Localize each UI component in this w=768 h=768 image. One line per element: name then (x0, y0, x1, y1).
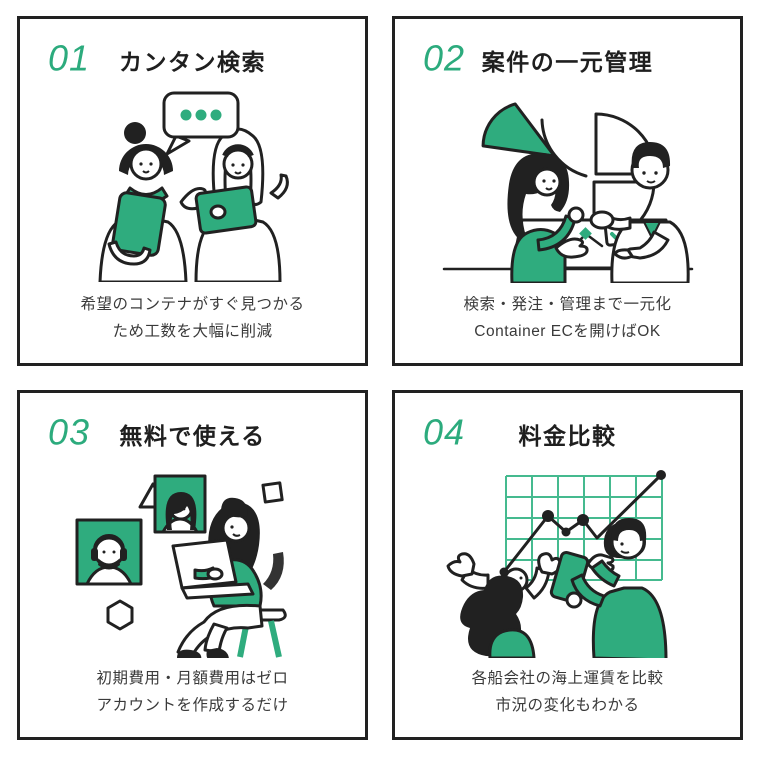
caption-line-2: Container ECを開けばOK (474, 322, 661, 340)
caption-line-2: アカウントを作成するだけ (96, 696, 289, 714)
card-number: 01 (48, 37, 91, 79)
card-title: 無料で使える (119, 423, 266, 449)
centralized-management-illustration (395, 81, 740, 291)
pie-chart-discussion-icon (442, 102, 693, 284)
card-caption: 検索・発注・管理まで一元化 Container ECを開けばOK (395, 291, 740, 345)
card-header: 03 無料で使える (20, 411, 365, 455)
card-caption: 初期費用・月額費用はゼロ アカウントを作成するだけ (20, 665, 365, 719)
two-people-talking-icon (98, 91, 289, 282)
card-caption: 希望のコンテナがすぐ見つかる ため工数を大幅に削減 (20, 291, 365, 345)
caption-line-1: 各船会社の海上運賃を比較 (471, 669, 664, 687)
caption-line-1: 検索・発注・管理まで一元化 (463, 295, 672, 313)
free-to-use-illustration (20, 455, 365, 665)
card-header: 01 カンタン検索 (20, 37, 365, 81)
feature-grid: 01 カンタン検索 (17, 16, 753, 751)
card-header: 02 案件の一元管理 (395, 37, 740, 81)
card-title: 料金比較 (518, 423, 617, 449)
price-comparison-illustration (395, 455, 740, 665)
card-header: 04 料金比較 (395, 411, 740, 455)
card-title: 案件の一元管理 (481, 49, 654, 75)
card-number: 03 (48, 411, 91, 453)
feature-card-03: 03 無料で使える (17, 390, 378, 751)
card-number: 02 (423, 37, 466, 79)
video-call-laptop-icon (75, 474, 287, 658)
caption-line-2: ため工数を大幅に削減 (112, 322, 273, 340)
easy-search-illustration (20, 81, 365, 291)
card-number: 04 (423, 411, 466, 453)
card-caption: 各船会社の海上運賃を比較 市況の変化もわかる (395, 665, 740, 719)
line-chart-comparison-icon (446, 469, 667, 658)
card-title: カンタン検索 (119, 49, 266, 75)
caption-line-2: 市況の変化もわかる (495, 696, 640, 714)
feature-card-02: 02 案件の一元管理 (392, 16, 753, 377)
caption-line-1: 希望のコンテナがすぐ見つかる (80, 295, 305, 313)
feature-card-01: 01 カンタン検索 (17, 16, 378, 377)
feature-card-04: 04 料金比較 (392, 390, 753, 751)
caption-line-1: 初期費用・月額費用はゼロ (96, 669, 289, 687)
